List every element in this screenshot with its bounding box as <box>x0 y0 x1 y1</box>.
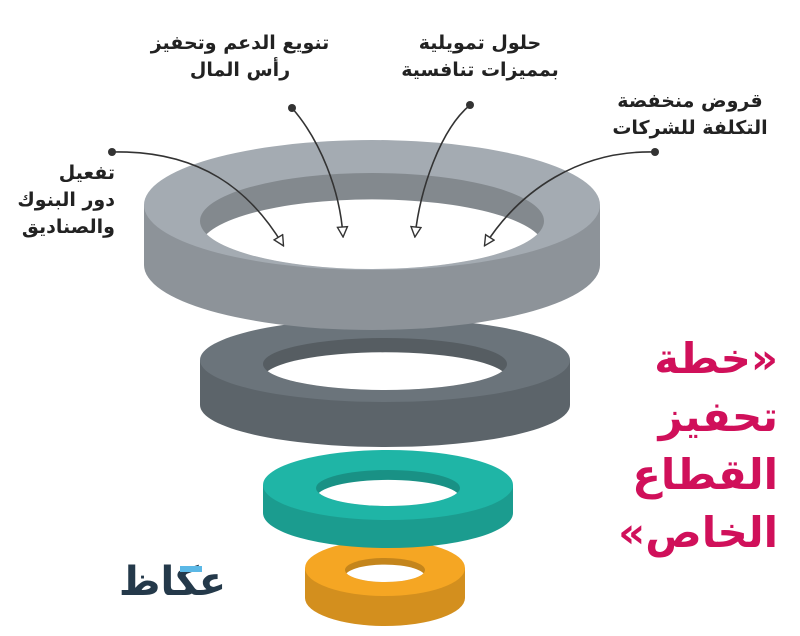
label-line: بمميزات تنافسية <box>401 59 559 81</box>
arrow-banks <box>111 151 283 245</box>
ring-2-dark-gray <box>200 318 570 447</box>
label-line: تفعيل <box>58 162 115 184</box>
title-line: تحفيز <box>658 392 778 441</box>
arrow-dot <box>466 101 474 109</box>
arrow-loans <box>485 151 656 245</box>
ring-hole <box>263 352 507 390</box>
arrow-dot <box>108 148 116 156</box>
arrow-dot <box>288 104 296 112</box>
arrow-financing <box>415 104 471 236</box>
okaz-logo: عكاظ <box>100 556 245 608</box>
label-line: رأس المال <box>189 59 291 81</box>
title-line: القطاع <box>632 450 778 499</box>
label-line: التكلفة للشركات <box>612 117 768 139</box>
ring-hole <box>200 199 544 269</box>
label-loans: قروض منخفضة التكلفة للشركات <box>600 88 780 142</box>
arrow-dot <box>651 148 659 156</box>
arrows <box>108 101 659 245</box>
ring-hole <box>345 564 425 582</box>
title-line: «خطة <box>654 334 778 383</box>
title: «خطة تحفيز القطاع الخاص» <box>618 330 778 562</box>
label-line: والصناديق <box>21 216 115 238</box>
label-line: دور البنوك <box>17 189 115 211</box>
ring-4-orange <box>305 540 465 626</box>
logo-accent <box>180 566 202 572</box>
label-line: حلول تمويلية <box>418 32 542 54</box>
arrow-support <box>291 107 343 236</box>
logo-text: عكاظ <box>118 559 228 605</box>
label-line: قروض منخفضة <box>617 90 763 112</box>
label-line: تنويع الدعم وتحفيز <box>150 32 330 54</box>
ring-hole <box>316 479 460 506</box>
label-financing: حلول تمويلية بمميزات تنافسية <box>380 30 580 84</box>
label-banks: تفعيل دور البنوك والصناديق <box>17 160 115 241</box>
ring-1-light-gray <box>144 140 600 330</box>
title-line: الخاص» <box>618 508 778 557</box>
ring-3-teal <box>263 450 513 548</box>
label-support: تنويع الدعم وتحفيز رأس المال <box>130 30 350 84</box>
